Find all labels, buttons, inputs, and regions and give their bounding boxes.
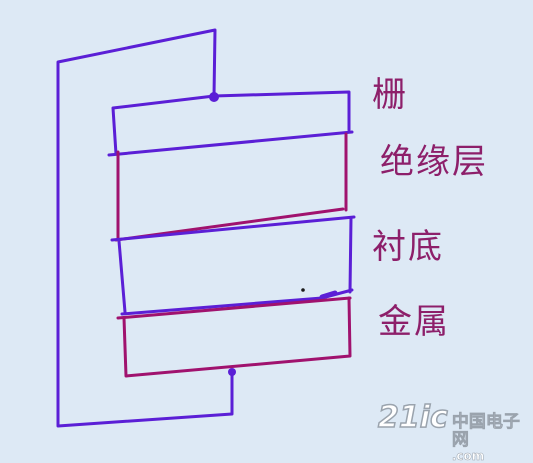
- watermark-logo: 21ic: [377, 399, 448, 436]
- substrate-mark: [319, 290, 338, 300]
- outer-wire: [56, 28, 234, 428]
- bottom-contact-dot: [228, 368, 236, 376]
- site-watermark: 21ic 中国电子网 .com: [377, 399, 533, 463]
- metal-label: 金属: [378, 302, 450, 342]
- substrate-dot: [301, 288, 305, 292]
- watermark-text: 中国电子网 .com: [451, 412, 533, 463]
- substrate-layer-outline: [117, 216, 353, 314]
- substrate-top-line: [110, 215, 356, 242]
- watermark-site-url: .com: [451, 448, 485, 463]
- metal-layer-outline: [122, 296, 352, 378]
- gate-label: 栅: [372, 75, 408, 115]
- substrate-label: 衬底: [372, 227, 444, 267]
- metal-top-line: [116, 296, 352, 320]
- watermark-site-name: 中国电子网: [451, 412, 521, 450]
- insulator-layer-outline: [116, 132, 348, 240]
- insulator-label: 绝缘层: [380, 142, 488, 182]
- sketch-drawing: [56, 28, 356, 428]
- gate-layer-outline: [111, 90, 351, 156]
- mos-capacitor-sketch: 栅 绝缘层 衬底 金属 21ic 中国电子网 .com: [56, 28, 520, 462]
- gate-insulator-boundary: [107, 130, 354, 157]
